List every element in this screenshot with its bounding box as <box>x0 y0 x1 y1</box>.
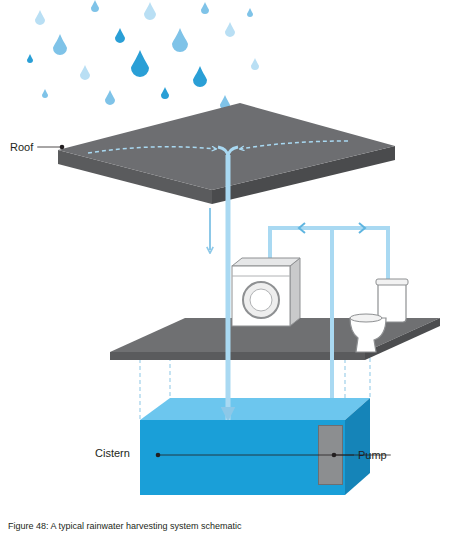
rain-drop <box>161 87 169 99</box>
rain-drop <box>35 10 45 25</box>
washing-machine <box>232 258 300 326</box>
leader-dot <box>332 453 337 458</box>
rain-drop <box>225 22 235 37</box>
rain-drop <box>247 8 253 17</box>
rain-drop <box>251 58 259 70</box>
rain-drop <box>172 28 188 52</box>
roof-slab <box>58 103 395 205</box>
rain-drop <box>193 66 207 87</box>
part-label: Cistern <box>95 446 130 460</box>
rain-drop <box>27 54 33 63</box>
leader-dot <box>156 453 161 458</box>
rain-drop <box>131 50 149 77</box>
rain-drops <box>27 0 259 110</box>
cistern-body <box>140 398 370 495</box>
pump-box: Pump <box>318 425 343 485</box>
leader-line <box>334 455 354 456</box>
flow-arrow <box>209 208 211 250</box>
cistern-tank: PumpCistern <box>140 420 345 495</box>
rain-drop <box>144 2 156 20</box>
rain-drop <box>42 89 48 98</box>
rain-drop <box>201 2 209 14</box>
rain-drop <box>115 28 125 43</box>
leader-line <box>158 455 391 456</box>
rain-drop <box>91 0 99 12</box>
leader-line <box>37 147 62 148</box>
part-label: Roof <box>10 140 33 154</box>
figure-caption: Figure 48: A typical rainwater harvestin… <box>8 521 242 531</box>
part-label: Pump <box>358 448 387 462</box>
roof-label-node: Roof <box>58 103 395 205</box>
rain-drop <box>105 90 115 105</box>
downpipe <box>226 205 231 420</box>
toilet <box>350 279 408 352</box>
rain-drop <box>53 34 67 55</box>
leader-dot <box>60 145 65 150</box>
rain-drop <box>80 65 90 80</box>
